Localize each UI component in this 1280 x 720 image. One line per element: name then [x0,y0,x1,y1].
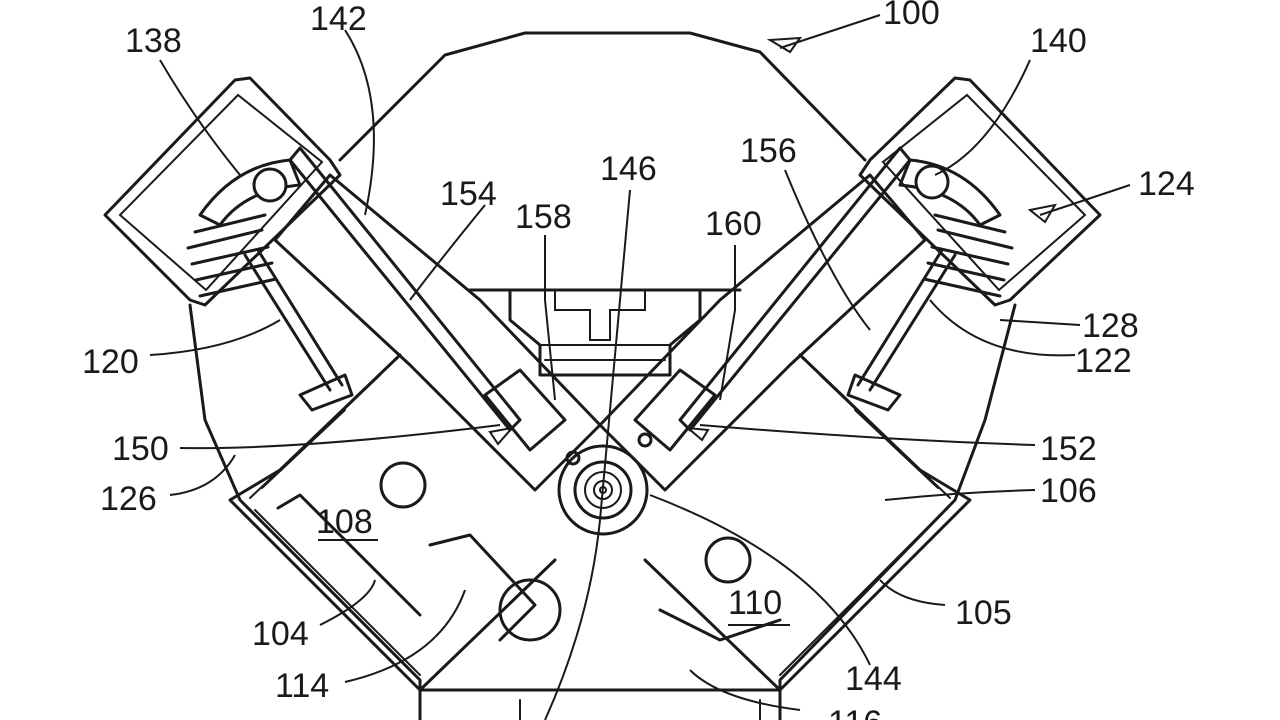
label-154: 154 [440,175,497,213]
label-110: 110 [728,584,782,622]
label-122: 122 [1075,342,1132,380]
left-pushrod [288,146,522,432]
right-piston-pin [704,536,752,584]
label-156: 156 [740,132,797,170]
left-rocker-cover [103,76,342,307]
label-104: 104 [252,615,309,653]
left-connecting-rod [428,533,537,642]
left-valvetrain [186,146,522,432]
label-100: 100 [883,0,940,32]
valley-intake [468,288,742,377]
label-116: 116 [828,704,882,720]
label-128: 128 [1082,307,1139,345]
left-cylinder-bank [228,173,602,692]
left-lifter [483,368,567,452]
pistons [379,461,782,642]
lifters [483,368,717,452]
label-152: 152 [1040,430,1097,468]
right-cylinder-bank [598,173,972,692]
label-142: 142 [310,0,367,38]
label-140: 140 [1030,22,1087,60]
label-150: 150 [112,430,169,468]
label-106: 106 [1040,472,1097,510]
leader-lines [149,14,1131,720]
right-lifter [633,368,717,452]
right-valvetrain [678,146,1014,432]
label-120: 120 [82,343,139,381]
label-144: 144 [845,660,902,698]
label-158: 158 [515,198,572,236]
right-pushrod [678,146,912,432]
label-114: 114 [275,667,329,705]
label-124: 124 [1138,165,1195,203]
right-valve-head [846,373,902,412]
left-rocker-pivot [252,167,288,203]
label-108: 108 [316,503,373,541]
label-126: 126 [100,480,157,518]
label-146: 146 [600,150,657,188]
labels: 100 138 142 140 124 146 156 154 158 160 … [82,0,1195,720]
label-105: 105 [955,594,1012,632]
right-rocker-pivot [914,164,950,200]
camshaft [557,432,653,536]
label-160: 160 [705,205,762,243]
label-138: 138 [125,22,182,60]
left-valve-head [298,373,354,412]
left-piston-pin [379,461,427,509]
crank-journal [498,578,562,642]
right-rocker-cover [858,76,1102,307]
